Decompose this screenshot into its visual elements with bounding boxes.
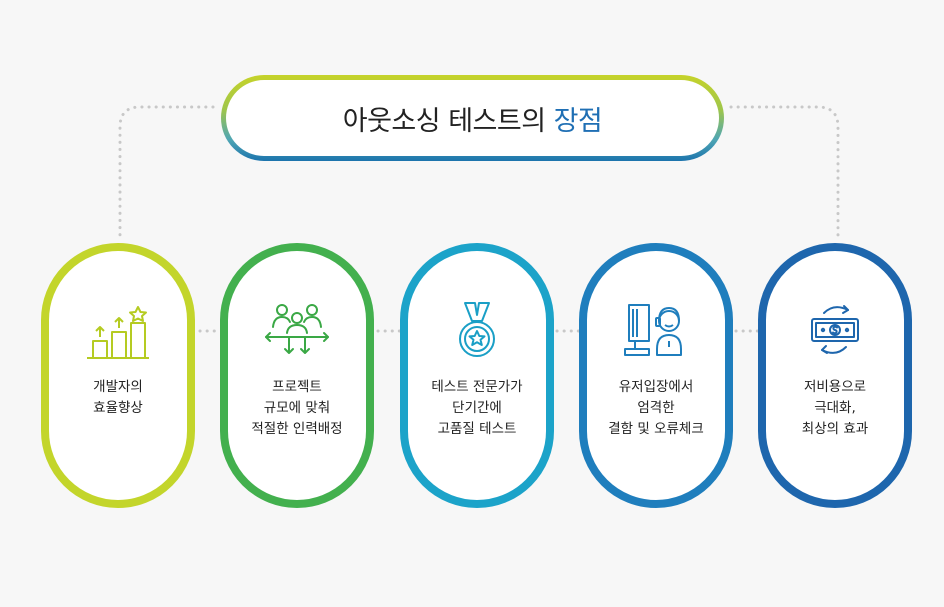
card-label-line: 극대화,: [814, 400, 856, 416]
title-pill: 아웃소싱 테스트의 장점: [221, 75, 724, 161]
money-cycle-icon: [811, 305, 859, 354]
card-label-line: 최상의 효과: [801, 421, 869, 437]
card-label: 테스트 전문가가 단기간에 고품질 테스트: [408, 377, 546, 440]
card-label-line: 프로젝트: [272, 379, 322, 395]
card-label-line: 결함 및 오류체크: [608, 421, 704, 437]
benefit-card-expert-testing: 테스트 전문가가 단기간에 고품질 테스트: [400, 243, 554, 508]
card-label-line: 유저입장에서: [618, 379, 694, 395]
card-label-line: 엄격한: [637, 400, 675, 416]
card-label: 프로젝트 규모에 맞춰 적절한 인력배정: [228, 377, 366, 440]
card-label-line: 단기간에: [452, 400, 502, 416]
benefit-card-developer-efficiency: 개발자의 효율향상: [41, 243, 195, 508]
card-label: 저비용으로 극대화, 최상의 효과: [766, 377, 904, 440]
user-computer-icon: [624, 304, 682, 356]
card-label-line: 개발자의: [93, 379, 143, 395]
card-label-line: 테스트 전문가가: [431, 379, 523, 395]
title-accent: 장점: [553, 105, 603, 137]
team-network-icon: [265, 304, 329, 354]
card-label-line: 저비용으로: [803, 379, 867, 395]
card-label-line: 규모에 맞춰: [263, 400, 331, 416]
title-main: 아웃소싱 테스트의: [342, 105, 546, 137]
benefit-card-cost-efficiency: 저비용으로 극대화, 최상의 효과: [758, 243, 912, 508]
medal-star-icon: [459, 302, 495, 357]
card-label-line: 고품질 테스트: [437, 421, 517, 437]
benefit-card-defect-check: 유저입장에서 엄격한 결함 및 오류체크: [579, 243, 733, 508]
card-label: 개발자의 효율향상: [49, 377, 187, 419]
card-label: 유저입장에서 엄격한 결함 및 오류체크: [587, 377, 725, 440]
card-label-line: 효율향상: [93, 400, 143, 416]
benefit-card-staffing: 프로젝트 규모에 맞춰 적절한 인력배정: [220, 243, 374, 508]
card-label-line: 적절한 인력배정: [251, 421, 343, 437]
title-text: 아웃소싱 테스트의 장점: [226, 80, 719, 156]
rising-bars-star-icon: [87, 306, 149, 359]
